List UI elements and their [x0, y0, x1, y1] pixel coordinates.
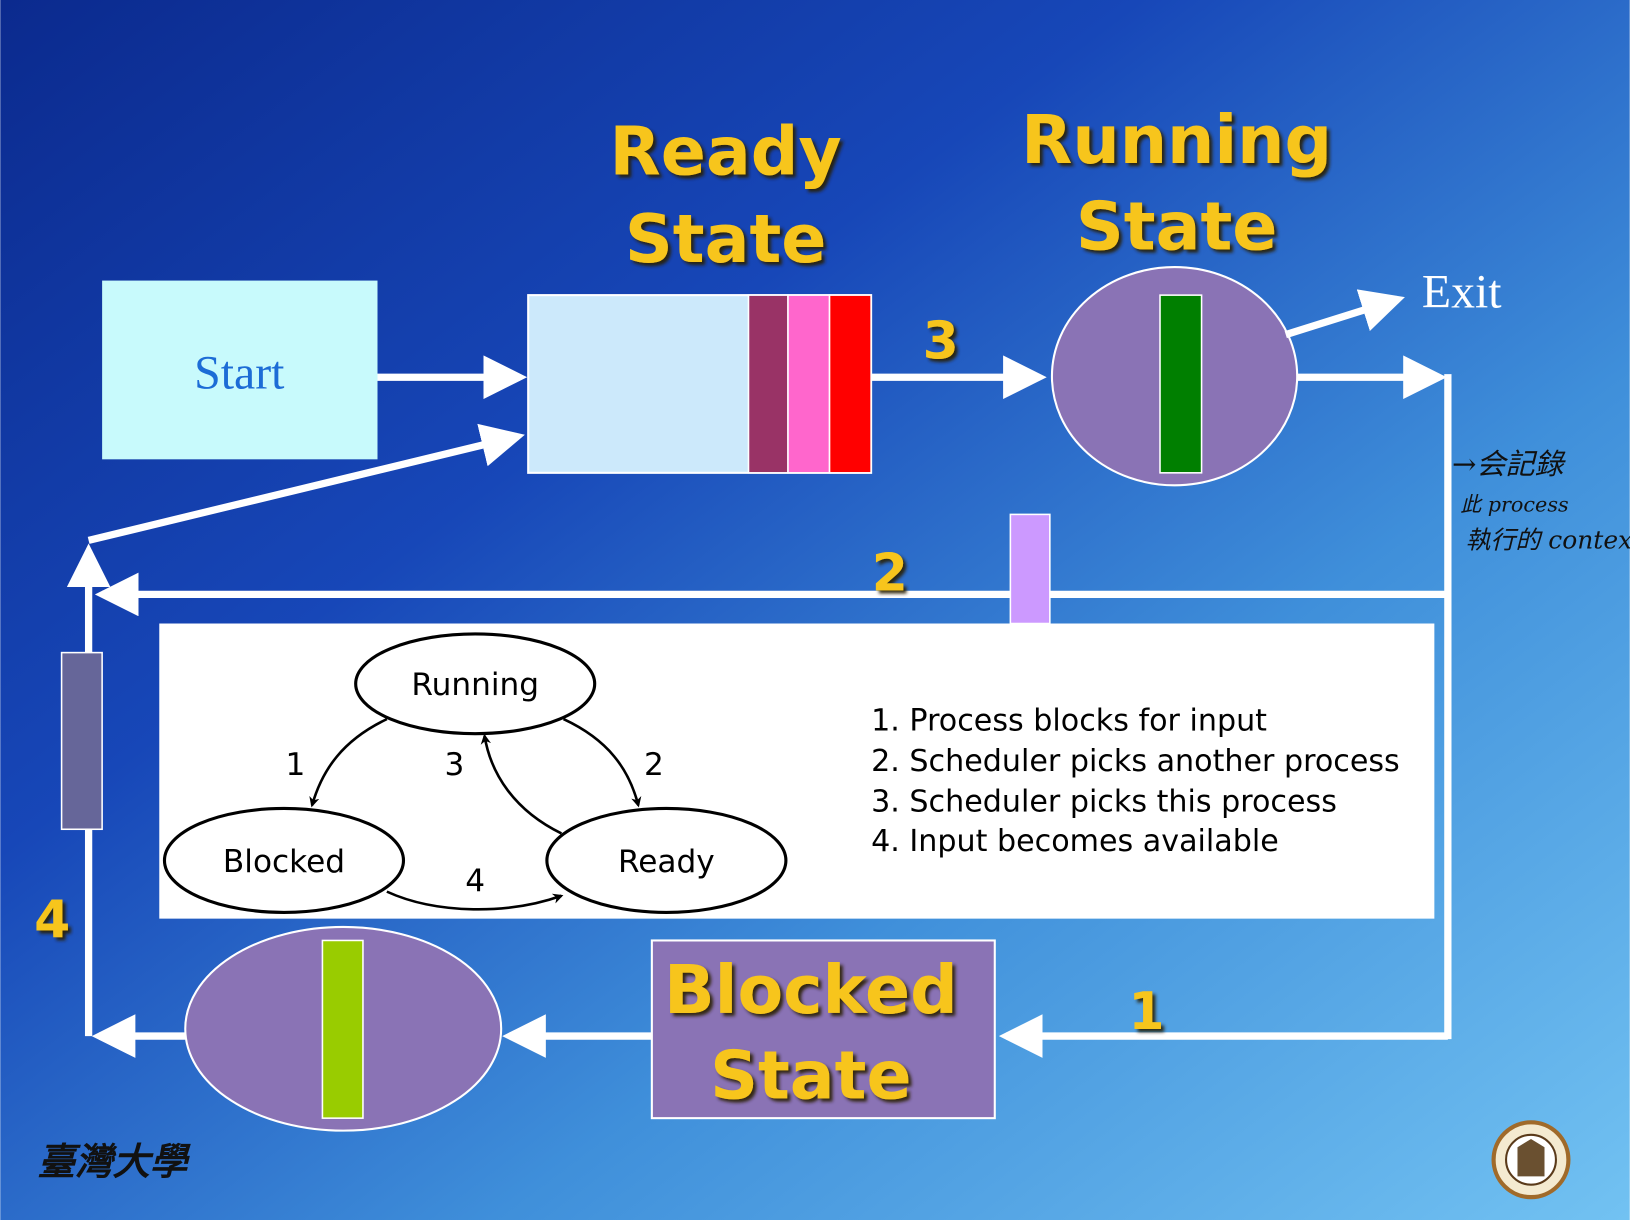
edge-3 — [480, 733, 563, 835]
edge-1 — [309, 717, 388, 808]
transition-1-label: 1 — [1128, 982, 1164, 1042]
title-line: Running — [1021, 101, 1332, 179]
legend-item: 3. Scheduler picks this process — [871, 785, 1337, 820]
preempted-process — [1009, 513, 1051, 625]
ready-state-title: Ready State — [610, 113, 842, 278]
title-line: State — [710, 1036, 911, 1114]
edge-1-label: 1 — [285, 747, 305, 783]
node-ready — [545, 806, 788, 914]
start-box — [102, 280, 378, 460]
transition-4-label: 4 — [34, 890, 70, 950]
note-line: →会記錄 — [1452, 447, 1567, 481]
title-line: Blocked — [664, 951, 958, 1029]
legend: 1. Process blocks for input 2. Scheduler… — [871, 704, 1400, 860]
queued-process — [787, 294, 831, 474]
university-seal-icon — [1491, 1120, 1571, 1200]
transition-3-label: 3 — [923, 312, 959, 372]
edge-4 — [386, 890, 564, 911]
state-diagram — [162, 632, 788, 914]
exit-label: Exit — [1422, 266, 1502, 319]
node-blocked-label: Blocked — [223, 844, 345, 880]
handwritten-note: →会記錄 此 process 執行的 context — [1452, 447, 1630, 555]
node-blocked — [162, 806, 406, 914]
title-line: State — [625, 200, 826, 278]
node-ready-label: Ready — [618, 844, 715, 880]
blocked-process — [321, 939, 364, 1119]
queued-process — [747, 294, 789, 474]
blocked-state-box — [650, 939, 996, 1120]
node-running — [354, 632, 597, 736]
start-label: Start — [194, 347, 284, 400]
university-calligraphy-logo: 臺灣大學 — [38, 1141, 191, 1183]
title-line: State — [1076, 187, 1277, 265]
running-state-title: Running State — [1021, 101, 1332, 265]
note-line: 此 process — [1460, 492, 1568, 516]
edge-2-label: 2 — [644, 747, 664, 783]
unblocked-process — [60, 651, 103, 831]
legend-item: 4. Input becomes available — [871, 824, 1279, 859]
blocked-state-title: Blocked State — [664, 951, 958, 1114]
running-process — [1159, 294, 1203, 474]
arrow-to-ready — [87, 423, 525, 544]
transition-2-label: 2 — [872, 543, 908, 603]
arrow-exit — [1284, 289, 1405, 339]
node-running-label: Running — [411, 667, 539, 703]
edge-2 — [562, 717, 642, 808]
edge-3-label: 3 — [444, 747, 464, 783]
edge-4-label: 4 — [465, 864, 485, 900]
title-line: Ready — [610, 113, 842, 191]
queued-process — [828, 294, 872, 474]
state-diagram-panel — [159, 623, 1435, 919]
legend-item: 1. Process blocks for input — [871, 704, 1267, 739]
legend-item: 2. Scheduler picks another process — [871, 744, 1400, 779]
note-line: 執行的 context — [1466, 526, 1630, 555]
